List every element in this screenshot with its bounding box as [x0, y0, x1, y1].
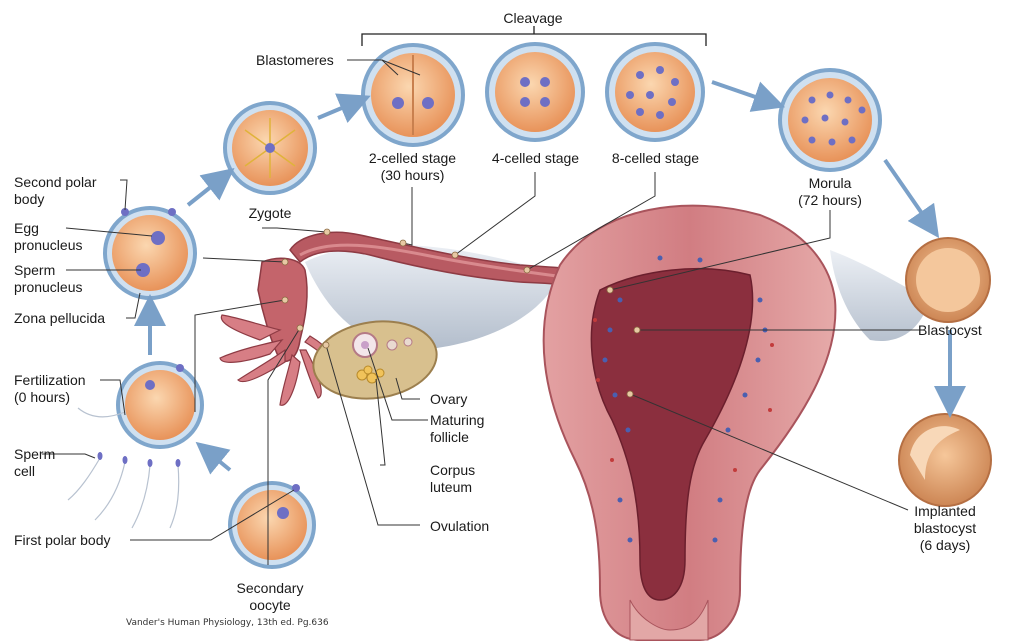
ovary-label: Ovary	[430, 391, 468, 407]
pronucleus-cell	[103, 206, 197, 300]
four-celled-cell	[485, 42, 585, 142]
second-polar-body-label: Second polar body	[14, 174, 97, 207]
blastomeres-label: Blastomeres	[256, 52, 334, 68]
blastocyst-label: Blastocyst	[918, 322, 982, 338]
uterine-cavity	[590, 267, 754, 601]
fimbriae	[219, 314, 340, 406]
two-celled-stage-label: 2-celled stage (30 hours)	[368, 150, 457, 183]
leader-dots	[281, 228, 641, 398]
two-celled-cell	[361, 43, 465, 147]
zona-pellucida-label: Zona pellucida	[14, 310, 106, 326]
morula-cell	[778, 68, 882, 172]
eight-celled-stage-label: 8-celled stage	[611, 150, 700, 166]
blastocyst-cell	[905, 237, 991, 323]
corpus-luteum-shape	[356, 365, 385, 384]
cleavage-bracket	[361, 26, 707, 46]
fertilization-cell	[116, 361, 204, 449]
zygote-label: Zygote	[248, 205, 292, 221]
egg-pronucleus-label: Egg pronucleus	[14, 220, 83, 253]
endometrium-glands	[602, 255, 768, 543]
tube-lumen	[299, 243, 611, 285]
maturing-follicle-label: Maturing follicle	[430, 412, 485, 445]
ovulation-label: Ovulation	[430, 518, 490, 534]
sperm-pronucleus-label: Sperm pronucleus	[14, 262, 83, 295]
secondary-oocyte-cell	[228, 481, 316, 569]
eight-celled-cell	[605, 42, 705, 142]
zygote-cell	[223, 101, 317, 195]
stage-arrows	[134, 80, 966, 475]
morula-label: Morula (72 hours)	[798, 175, 862, 208]
sperm-cells	[67, 407, 180, 529]
implanted-blastocyst-label: Implanted blastocyst (6 days)	[913, 503, 977, 553]
secondary-oocyte-label: Secondary oocyte	[236, 580, 304, 613]
corpus-luteum-label: Corpus luteum	[430, 462, 476, 495]
fertilization-label: Fertilization (0 hours)	[14, 372, 86, 405]
implanted-blastocyst-cell	[898, 413, 992, 507]
four-celled-stage-label: 4-celled stage	[491, 150, 580, 166]
first-polar-body-label: First polar body	[14, 532, 111, 548]
source-credit: Vander's Human Physiology, 13th ed. Pg.6…	[126, 618, 329, 628]
cleavage-label: Cleavage	[503, 10, 563, 26]
sperm-cell-label: Sperm cell	[14, 446, 56, 479]
cervix	[629, 599, 709, 641]
ligament-right	[830, 250, 930, 341]
leader-lines	[42, 59, 920, 565]
